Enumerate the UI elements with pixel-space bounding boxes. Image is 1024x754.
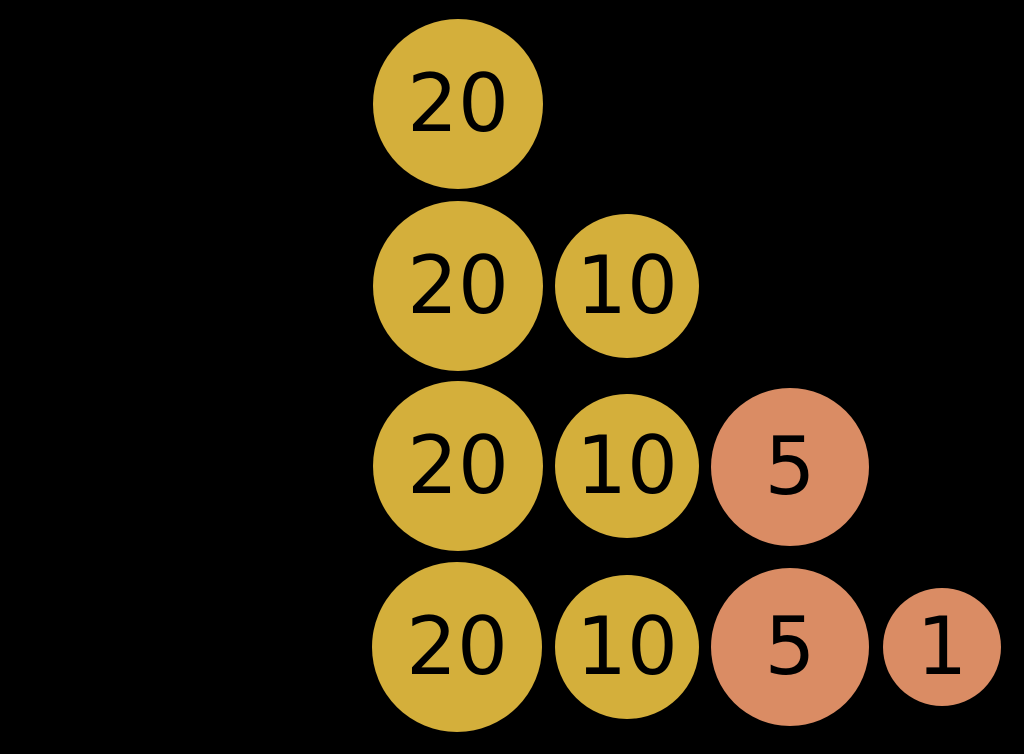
coin-20: 20 [373, 201, 543, 371]
coin-1: 1 [883, 588, 1001, 706]
coin-label: 20 [407, 419, 509, 512]
coin-20: 20 [373, 381, 543, 551]
coin-label: 20 [407, 57, 509, 150]
coin-label: 5 [764, 420, 816, 513]
coin-label: 20 [406, 600, 508, 693]
coin-label: 10 [576, 600, 678, 693]
coin-10: 10 [555, 394, 699, 538]
coin-label: 10 [576, 239, 678, 332]
coin-label: 20 [407, 239, 509, 332]
coin-label: 10 [576, 419, 678, 512]
coin-label: 5 [764, 600, 816, 693]
coin-10: 10 [555, 575, 699, 719]
coin-10: 10 [555, 214, 699, 358]
coin-5: 5 [711, 568, 869, 726]
coin-5: 5 [711, 388, 869, 546]
coin-20: 20 [373, 19, 543, 189]
coin-label: 1 [916, 600, 968, 693]
coin-20: 20 [372, 562, 542, 732]
